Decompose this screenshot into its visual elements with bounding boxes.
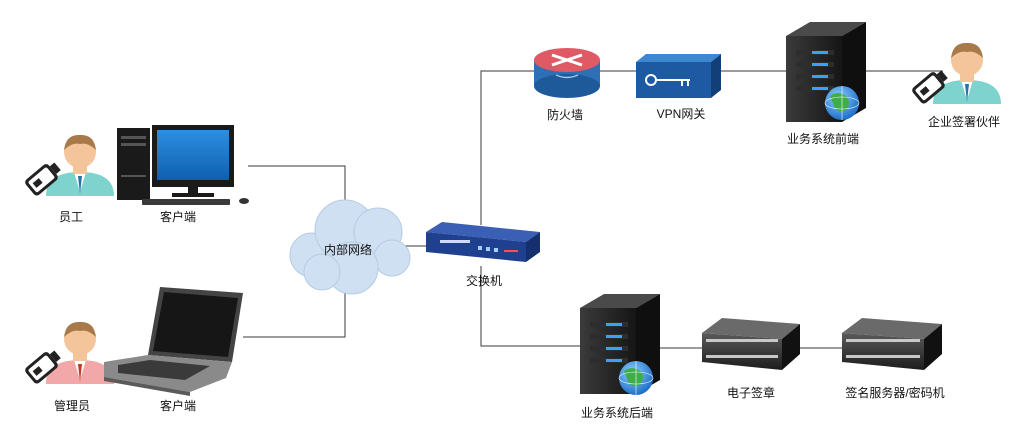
desktop-computer-icon: [117, 125, 249, 205]
laptop-icon: [104, 287, 243, 396]
firewall-label: 防火墙: [546, 108, 584, 122]
employee-label: 员工: [58, 210, 84, 224]
globe-icon: [618, 361, 654, 395]
admin-label: 管理员: [53, 399, 91, 413]
laptop-client-label: 客户端: [159, 399, 197, 413]
line-switch-to-firewall: [480, 70, 534, 225]
vpn-gateway-label: VPN网关: [656, 107, 706, 121]
internal-network-label: 内部网络: [323, 243, 373, 257]
employee-icon: [25, 134, 114, 196]
e-seal-device-icon: [702, 318, 800, 370]
admin-icon: [25, 321, 114, 384]
line-switch-to-backend: [480, 266, 580, 347]
firewall-icon: [534, 48, 600, 98]
partner-label: 企业签署伙伴: [927, 115, 1001, 129]
partner-icon: [912, 42, 1001, 104]
desktop-client-label: 客户端: [159, 210, 197, 224]
switch-icon: [426, 222, 540, 262]
vpn-gateway-icon: [636, 54, 721, 98]
signing-server-device-icon: [842, 318, 942, 370]
frontend-server-label: 业务系统前端: [786, 132, 860, 146]
signing-server-label: 签名服务器/密码机: [845, 386, 945, 400]
line-desktop-to-network: [248, 165, 346, 200]
switch-label: 交换机: [465, 274, 503, 288]
connection-lines: [243, 70, 943, 349]
e-seal-label: 电子签章: [726, 386, 776, 400]
line-laptop-to-network: [243, 292, 346, 338]
internal-network-cloud-icon: [289, 199, 411, 295]
backend-server-label: 业务系统后端: [580, 406, 654, 420]
globe-icon: [824, 86, 860, 120]
